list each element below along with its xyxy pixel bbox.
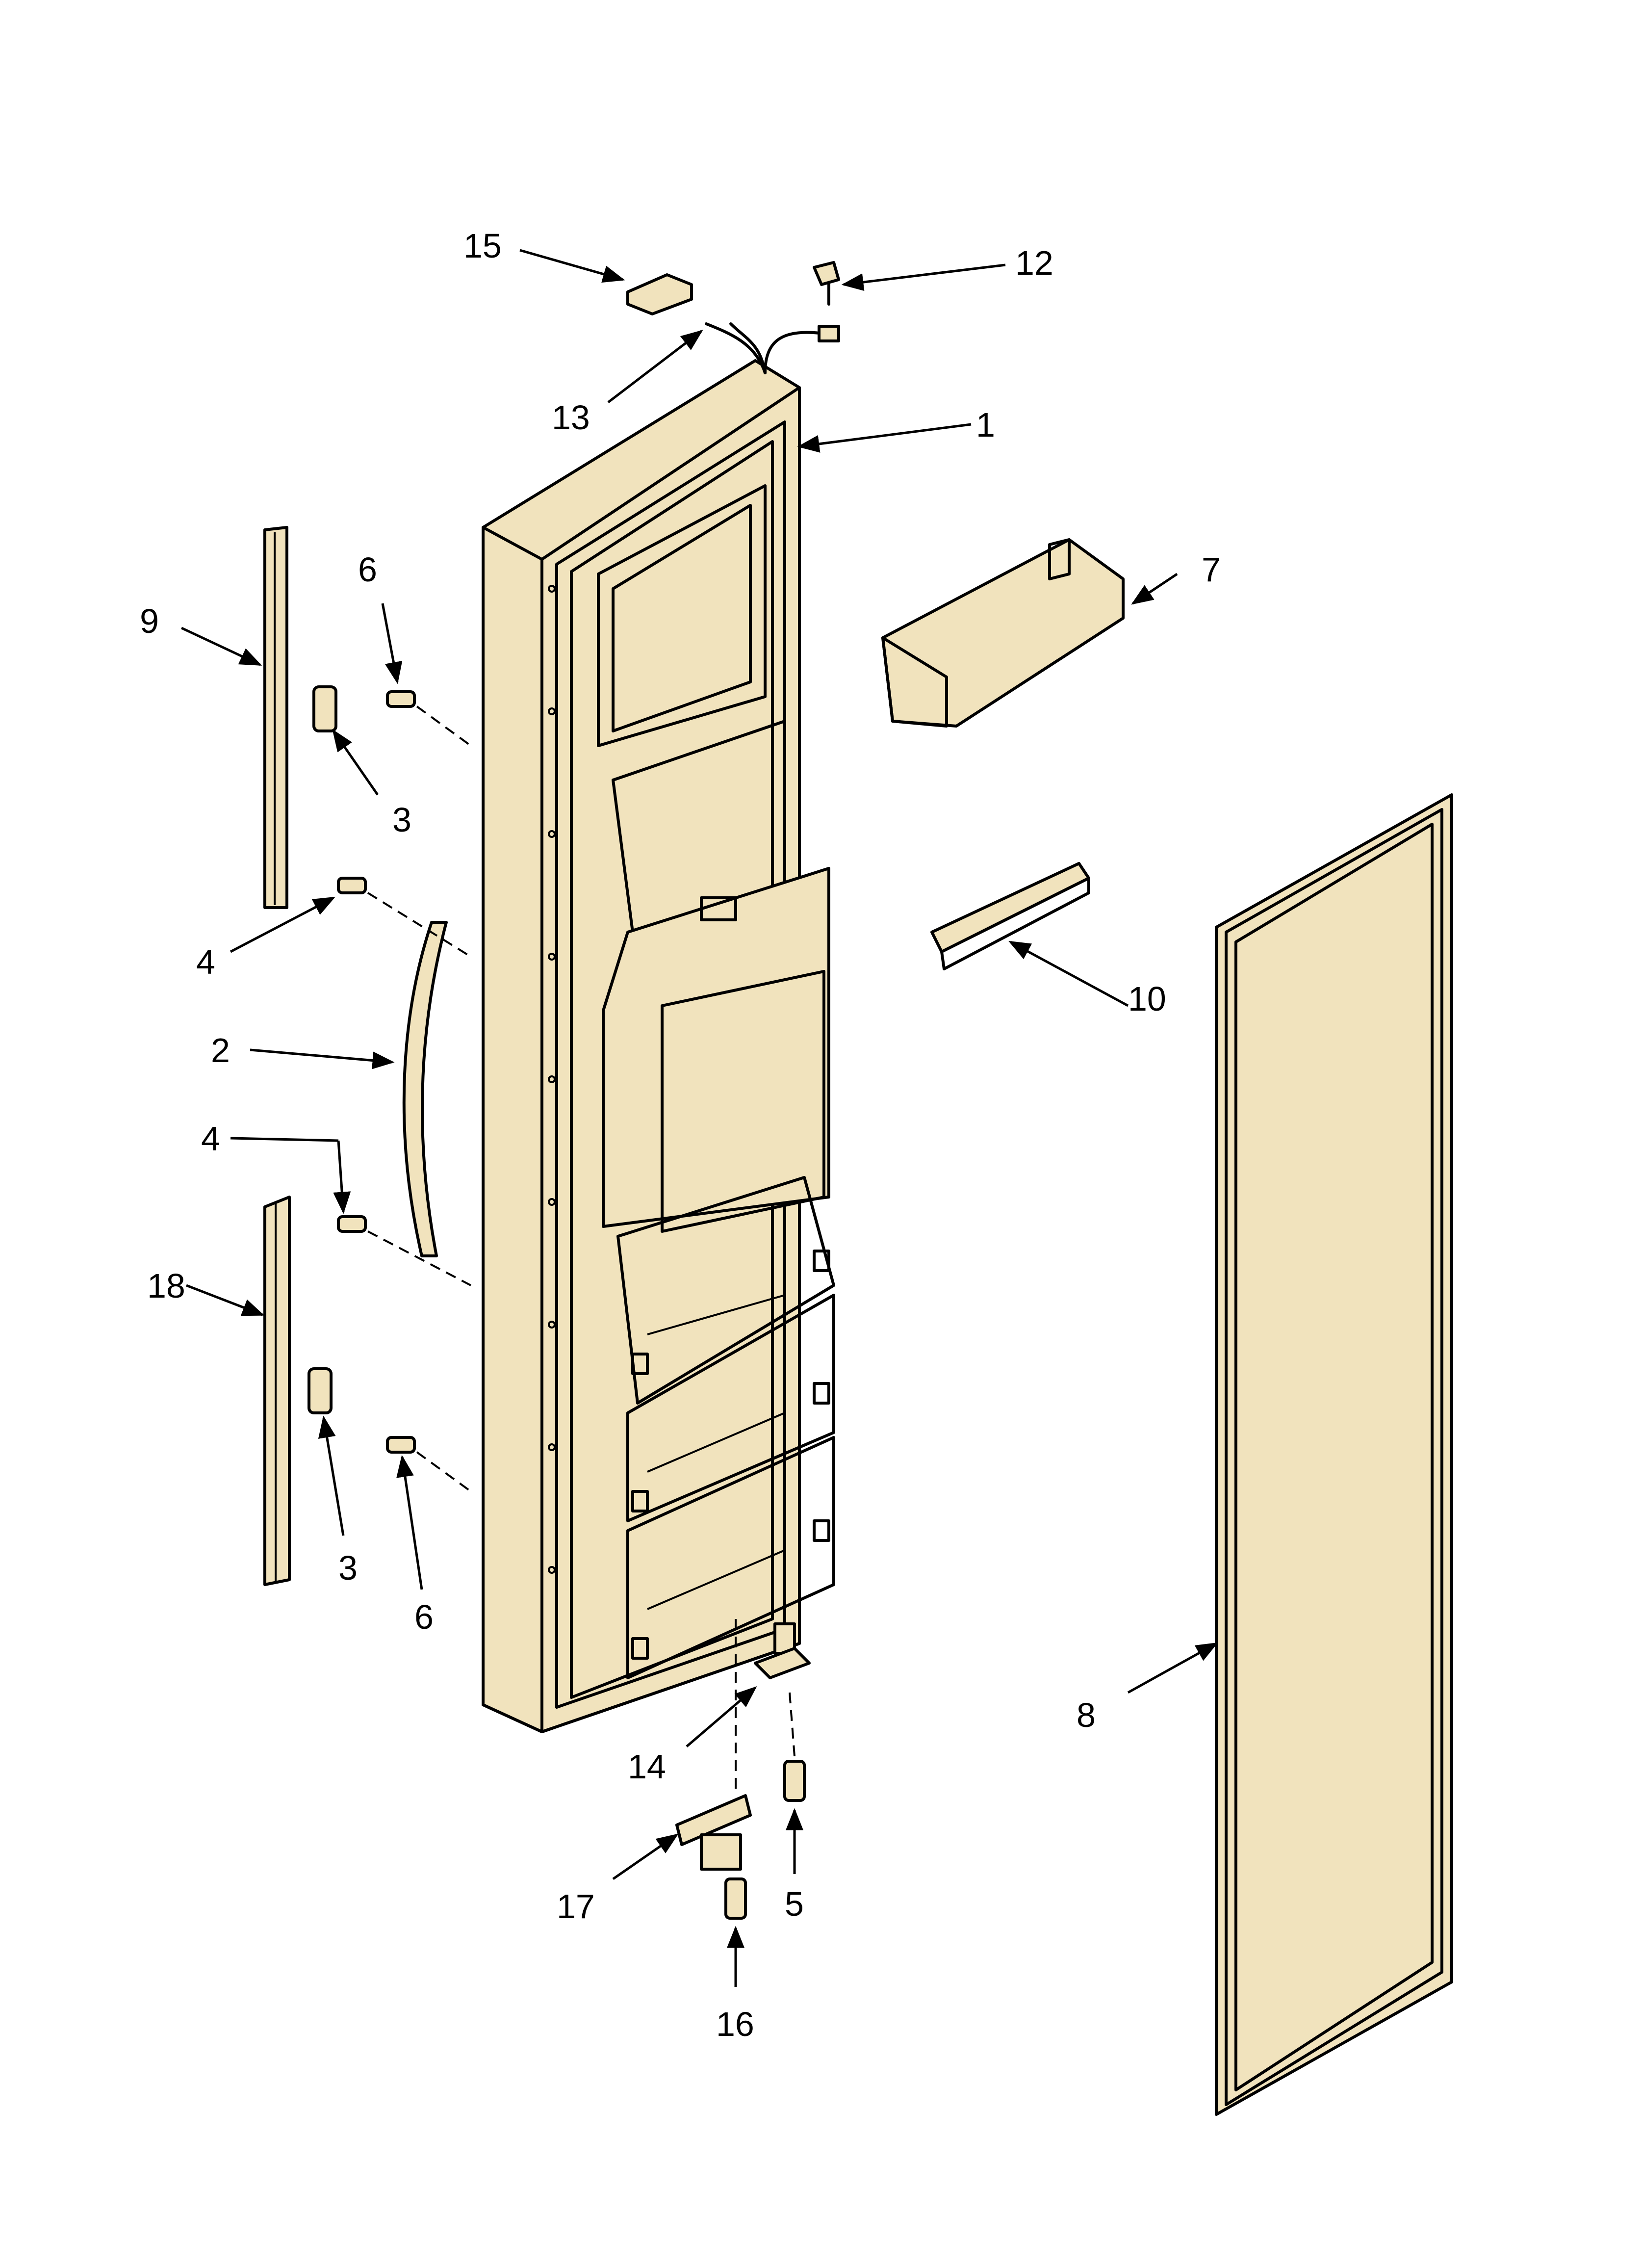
track-part <box>930 862 1090 970</box>
hinge-bushing-part <box>754 1622 811 1679</box>
callout-6-lower: 6 <box>414 1598 434 1636</box>
screw-5-part <box>783 1760 806 1802</box>
callout-10: 10 <box>1128 980 1166 1018</box>
callout-5: 5 <box>785 1885 804 1923</box>
screw-12-part <box>813 261 840 306</box>
screw-6-upper-part <box>386 690 416 708</box>
callout-18: 18 <box>147 1267 185 1305</box>
callout-13: 13 <box>552 398 590 437</box>
connector-part <box>626 273 693 315</box>
callout-9: 9 <box>140 602 159 640</box>
screw-6-lower-part <box>386 1436 416 1454</box>
callout-8: 8 <box>1077 1696 1096 1734</box>
door-shelf-part <box>881 538 1125 728</box>
screw-4-upper-part <box>337 877 367 894</box>
callout-4-upper: 4 <box>196 943 215 981</box>
door-assembly-part <box>482 359 835 1733</box>
upper-trim-part <box>263 526 288 909</box>
hinge-part <box>675 1794 752 1871</box>
callout-16: 16 <box>716 2005 754 2043</box>
callout-12: 12 <box>1015 244 1053 282</box>
callout-15: 15 <box>463 227 502 265</box>
callout-2: 2 <box>211 1031 230 1069</box>
callout-4-lower: 4 <box>201 1120 220 1158</box>
callout-6-upper: 6 <box>358 550 377 589</box>
callout-1: 1 <box>976 406 995 444</box>
callout-17: 17 <box>557 1887 595 1926</box>
screw-16-part <box>724 1877 747 1920</box>
clip-lower-part <box>308 1367 333 1414</box>
screw-4-lower-part <box>337 1215 367 1233</box>
callout-3-upper: 3 <box>392 801 411 839</box>
clip-upper-part <box>312 685 337 732</box>
callout-14: 14 <box>628 1747 666 1786</box>
callout-3-lower: 3 <box>338 1549 358 1587</box>
wire-harness-part <box>705 322 840 374</box>
lower-trim-part <box>263 1196 291 1586</box>
gasket-part <box>1215 793 1453 2116</box>
handle-part <box>402 921 448 1257</box>
callout-7: 7 <box>1202 550 1221 589</box>
